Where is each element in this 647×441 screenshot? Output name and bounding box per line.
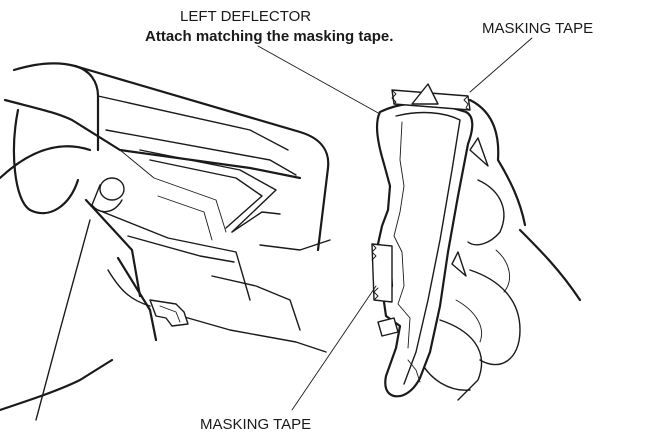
left-deflector <box>375 102 474 398</box>
label-left-deflector: LEFT DEFLECTOR <box>180 8 312 25</box>
leader-line-left-deflector <box>257 45 381 115</box>
leader-lines <box>257 37 533 411</box>
alignment-marks <box>411 83 489 277</box>
label-masking-tape-top: MASKING TAPE <box>482 20 594 37</box>
leader-line-masking-tape-bottom <box>291 285 377 411</box>
label-instruction: Attach matching the masking tape. <box>145 28 394 45</box>
leader-line-masking-tape-top <box>469 37 533 93</box>
masking-tape-left <box>371 243 393 303</box>
vehicle-frame <box>0 62 582 421</box>
label-masking-tape-bottom: MASKING TAPE <box>200 416 312 433</box>
